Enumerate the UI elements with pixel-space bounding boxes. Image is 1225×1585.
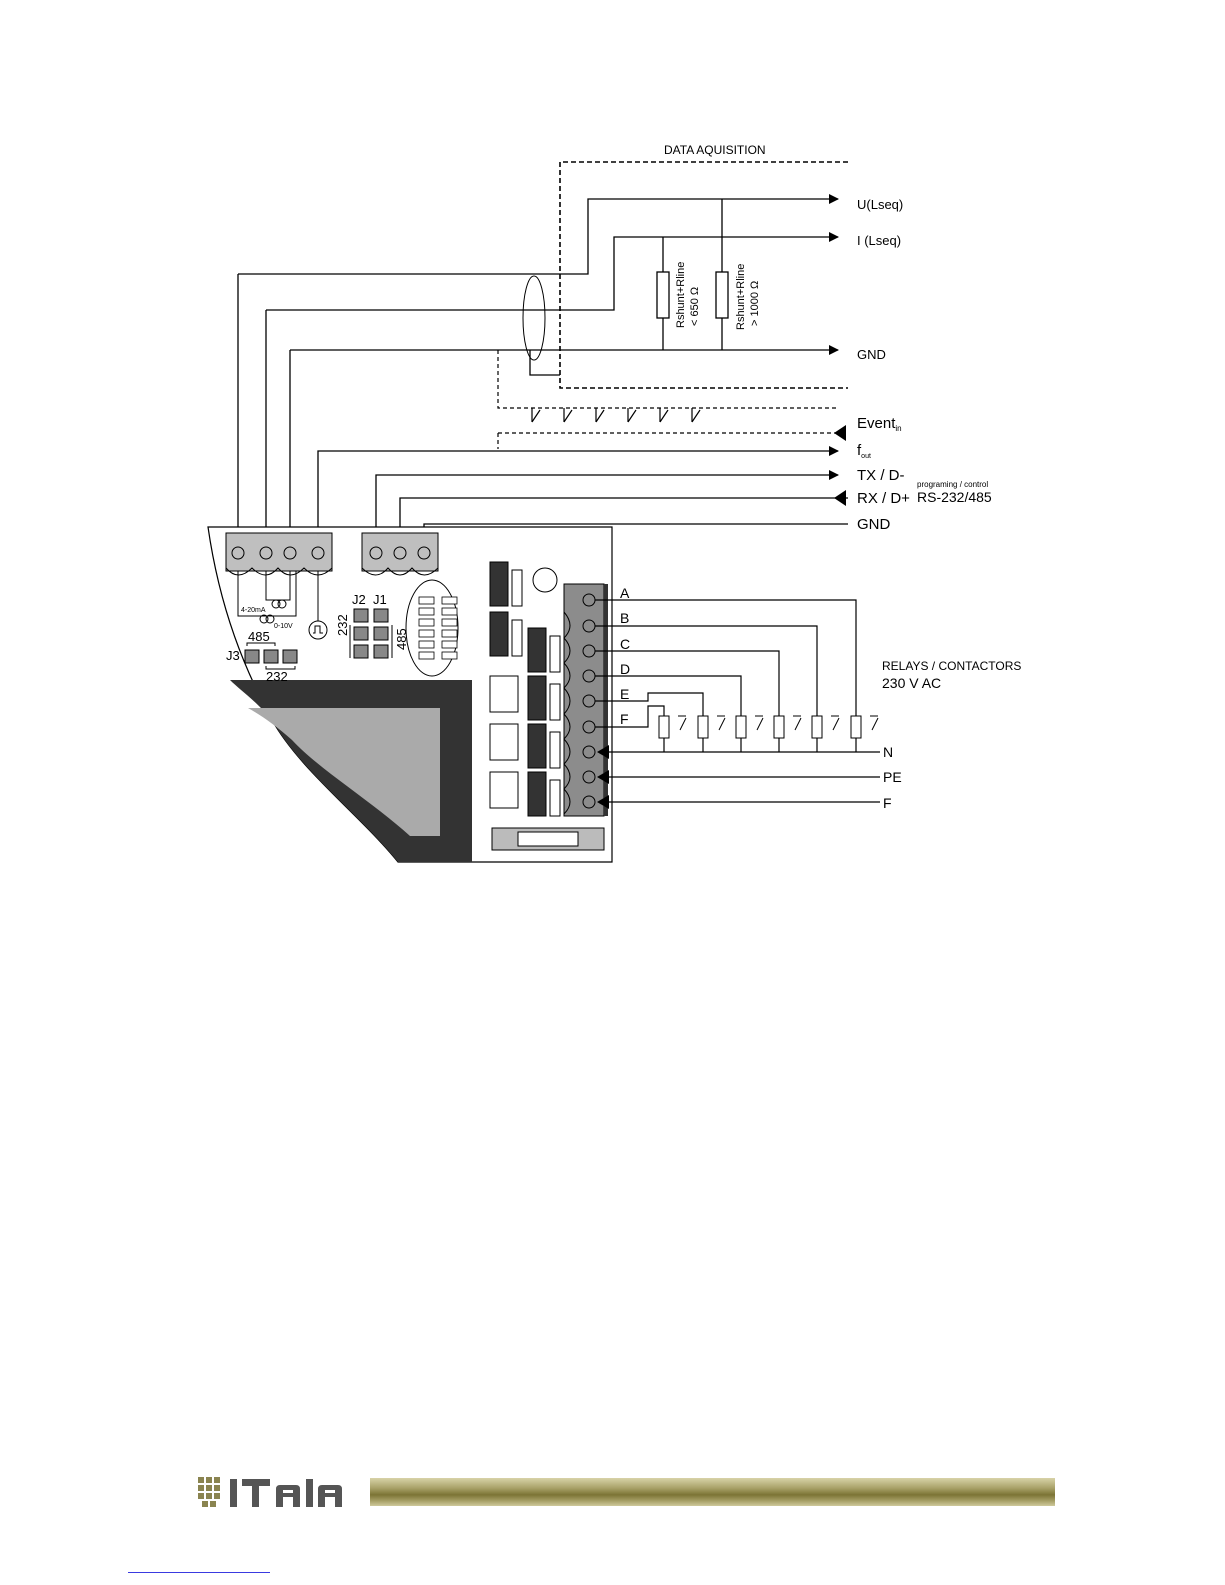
power-n-label: N [883,744,893,760]
event-arrow [834,425,846,441]
tx-label: TX / D- [857,467,905,484]
data-acquisition-box [560,162,848,388]
terminal-f: F [620,711,629,727]
relays-title: RELAYS / CONTACTORS [882,659,1021,673]
data-acquisition-title: DATA AQUISITION [664,143,766,157]
rx-label: RX / D+ [857,490,910,507]
label-0-10v: 0-10V [274,623,293,630]
relay-coils [659,716,861,738]
resistor-r2-label-1: Rshunt+Rline [735,264,747,330]
footer-bar [370,1478,1055,1506]
label-232-vertical: 232 [335,614,350,636]
power-pe-label: PE [883,769,902,785]
analog-terminal-block [226,533,332,575]
jumper-j3 [245,650,297,663]
event-switches [532,408,700,422]
j3-232-label: 232 [266,669,288,684]
j3-485-label: 485 [248,629,270,644]
relays-voltage: 230 V AC [882,675,941,691]
fout-label: fout [857,442,871,460]
comm-small-label: programing / control [917,480,988,489]
event-input-lines [498,350,838,449]
relay-output-lines [595,600,880,802]
label-4-20ma: 4-20mA [241,607,266,614]
rx-arrow [834,490,846,506]
gnd-bottom-label: GND [857,516,891,533]
relay-terminal-block [564,584,608,816]
resistor-r2 [716,272,728,318]
dip-switch-block [406,580,458,676]
power-f-label: F [883,795,892,811]
u-lseq-label: U(Lseq) [857,197,903,212]
event-label: Eventin [857,415,902,433]
j1-label: J1 [373,592,387,607]
comm-terminal-block [362,533,438,575]
terminal-b: B [620,610,629,626]
resistor-r1 [657,272,669,318]
terminal-d: D [620,661,630,677]
i-lseq-label: I (Lseq) [857,233,901,248]
j2-label: J2 [352,592,366,607]
resistor-r1-label-2: < 650 Ω [689,287,701,326]
terminal-a: A [620,585,630,601]
resistor-r2-label-2: > 1000 Ω [749,281,761,326]
j3-label: J3 [226,648,240,663]
terminal-c: C [620,636,630,652]
gnd-top-label: GND [857,347,886,362]
terminal-e: E [620,686,629,702]
comm-big-label: RS-232/485 [917,489,992,505]
resistor-r1-label-1: Rshunt+Rline [675,262,687,328]
cable-shield [523,276,545,360]
itaia-logo [198,1475,350,1509]
footer-link-underline [128,1572,270,1573]
